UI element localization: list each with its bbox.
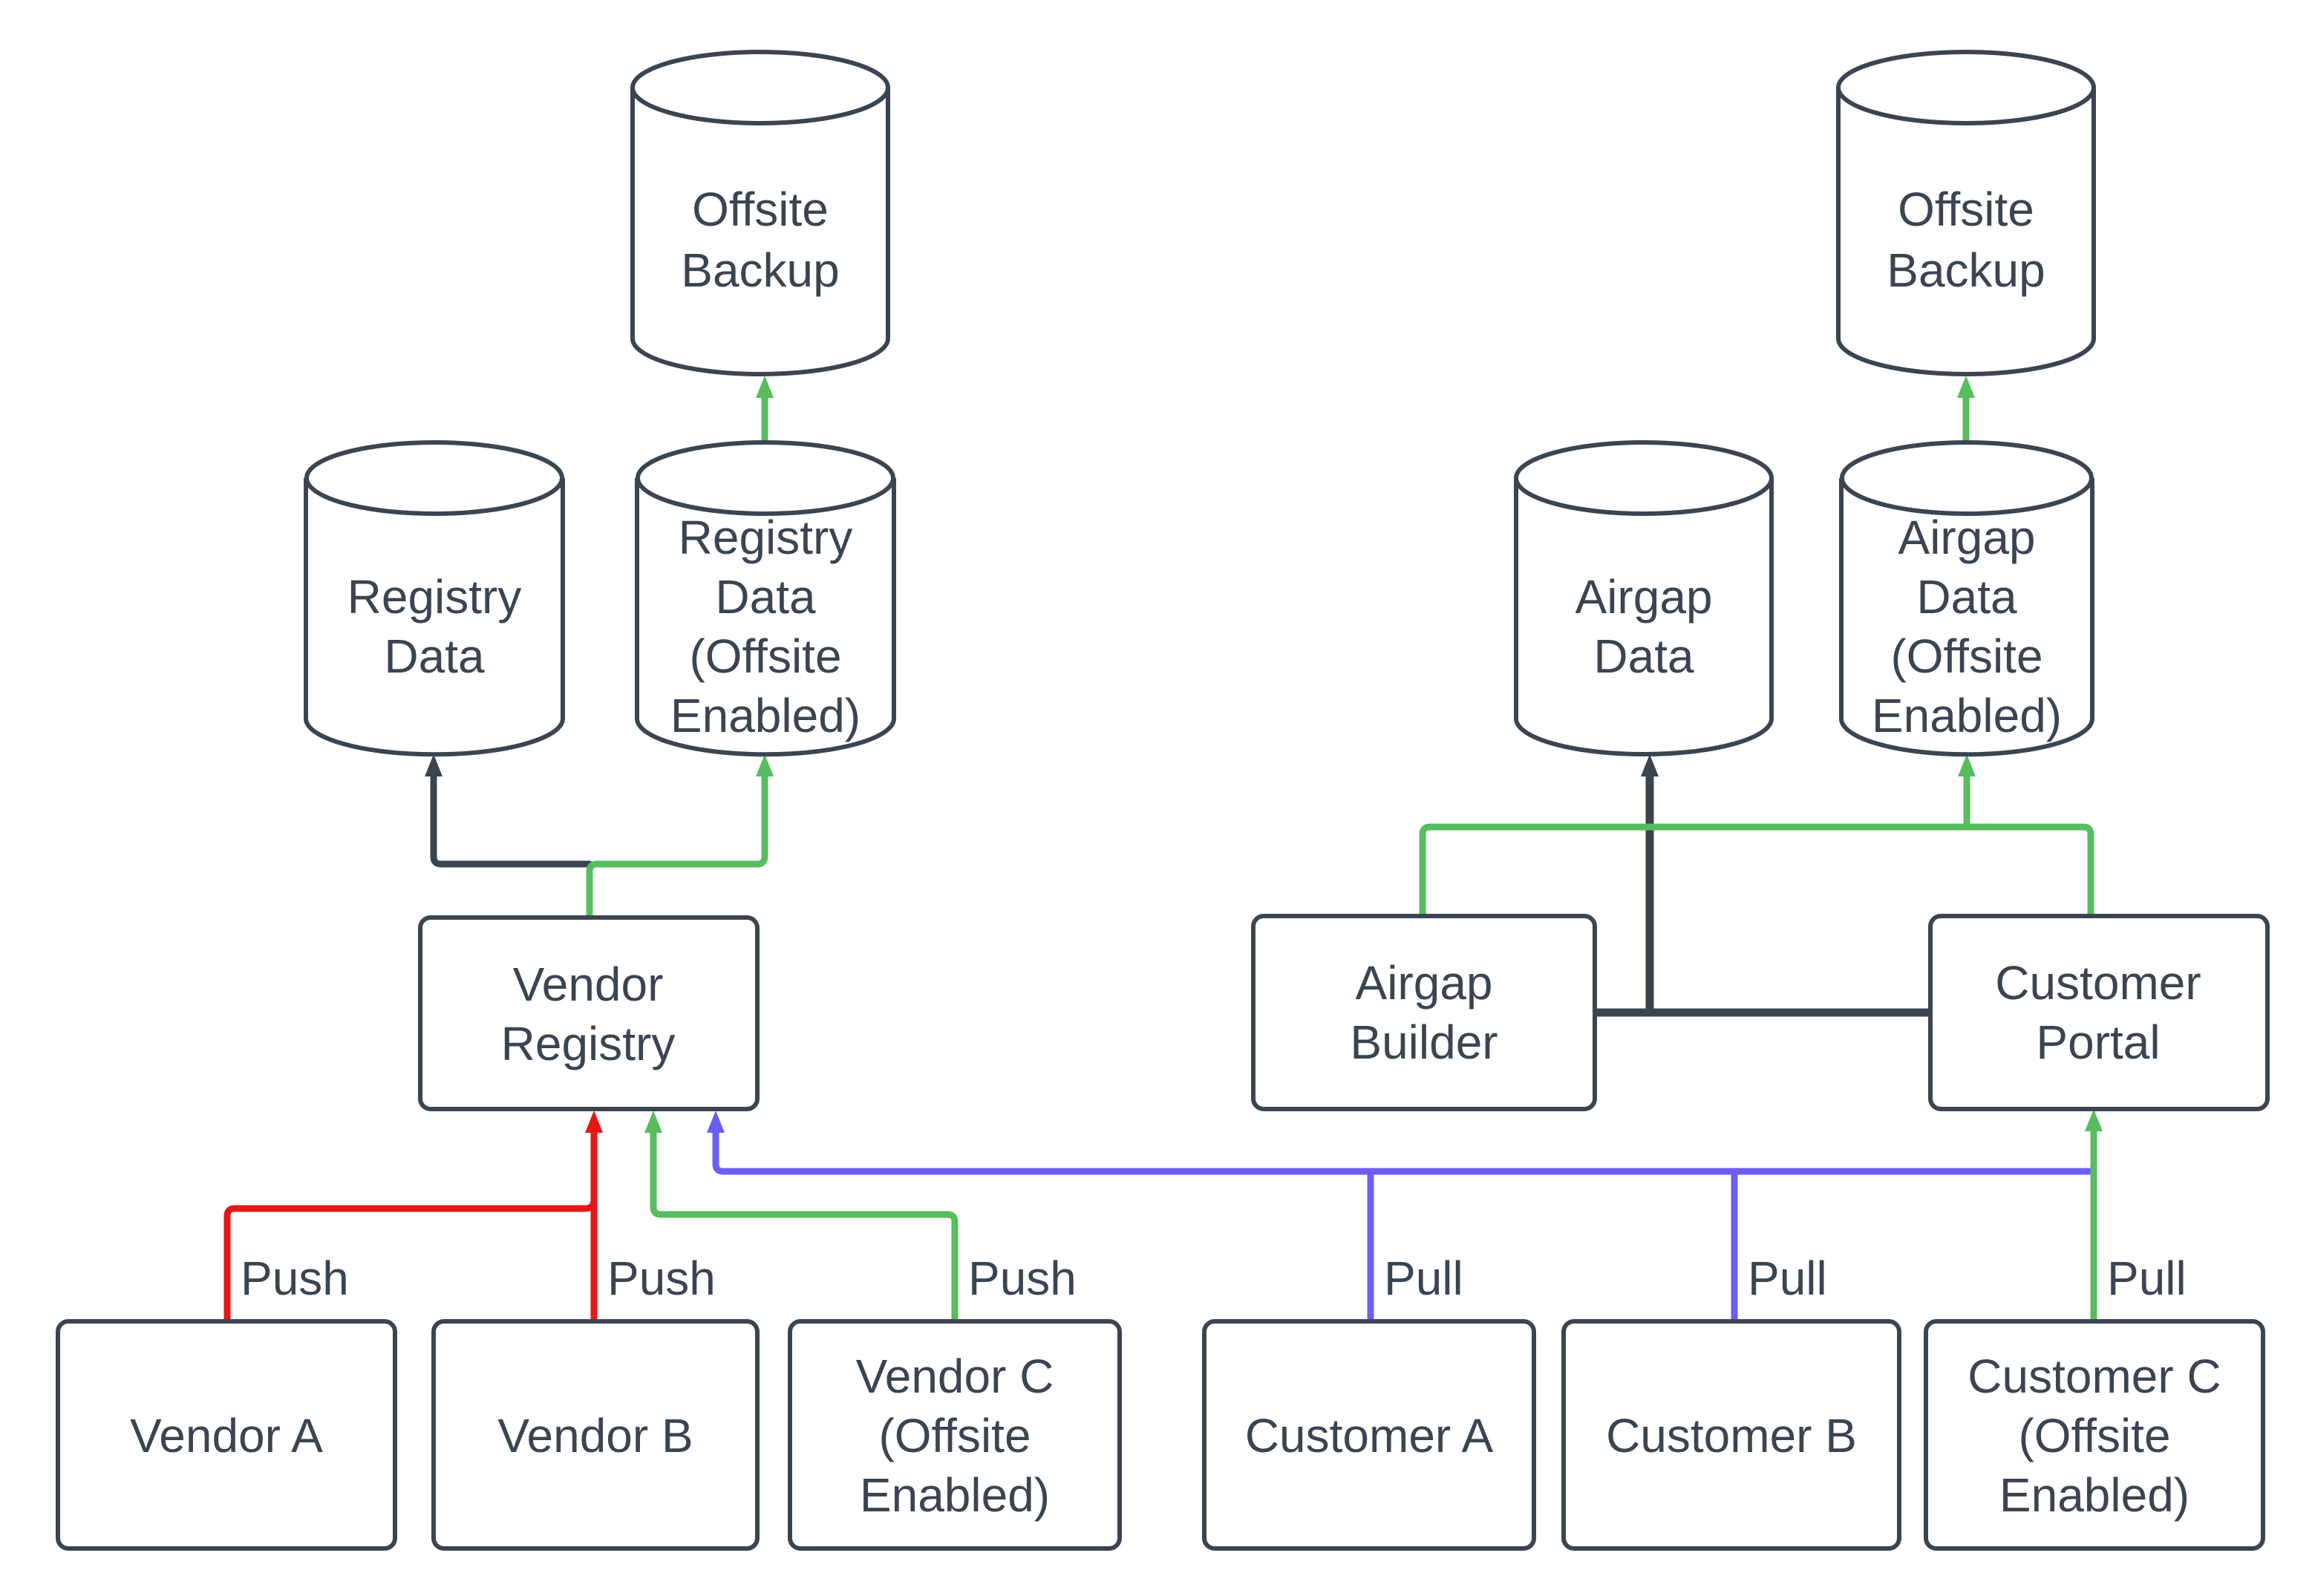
- node-customer-c: Customer C (Offsite Enabled): [1924, 1319, 2265, 1551]
- node-label: Enabled): [1872, 689, 2062, 742]
- edge-label-pull-customer-b: Pull: [1748, 1252, 1827, 1305]
- node-vendor-a: Vendor A: [56, 1319, 397, 1551]
- node-vendor-c: Vendor C (Offsite Enabled): [788, 1319, 1122, 1551]
- node-label: Airgap: [1898, 511, 2036, 564]
- node-label: Vendor C: [856, 1350, 1054, 1403]
- edge-label-push-vendor-c: Push: [968, 1252, 1077, 1305]
- edge-label-pull-customer-c: Pull: [2107, 1252, 2187, 1305]
- node-label: (Offsite: [689, 629, 841, 683]
- node-label: Data: [1916, 570, 2017, 624]
- edge-builder-portal-offsite: [1419, 823, 2094, 920]
- node-label: Vendor B: [497, 1409, 693, 1462]
- edge-push-vendor-c: [644, 1111, 959, 1325]
- node-label: Registry: [679, 511, 853, 564]
- node-label: (Offsite: [2018, 1409, 2170, 1462]
- edge-label-pull-customer-a: Pull: [1384, 1252, 1463, 1305]
- edge-registry-to-registry-data-offsite: [586, 754, 774, 921]
- edge-registry-to-registry-data: [425, 754, 593, 868]
- node-label: Data: [384, 629, 485, 683]
- node-label: Vendor: [513, 958, 664, 1011]
- node-label: Enabled): [670, 689, 861, 742]
- edge-pull-network: [707, 1111, 2094, 1175]
- node-label: Airgap: [1356, 956, 1493, 1010]
- node-label: Backup: [1887, 243, 2045, 297]
- node-registry-data: Registry Data: [304, 440, 565, 757]
- node-label: Customer A: [1245, 1409, 1494, 1462]
- node-customer-b: Customer B: [1561, 1319, 1901, 1551]
- node-label: (Offsite: [878, 1409, 1031, 1462]
- edge-label-push-vendor-b: Push: [607, 1252, 716, 1305]
- node-vendor-b: Vendor B: [431, 1319, 760, 1551]
- node-label: Customer: [1995, 956, 2201, 1010]
- node-label: Enabled): [860, 1468, 1050, 1522]
- node-label: Registry: [501, 1017, 676, 1070]
- node-offsite-backup-right: Offsite Backup: [1836, 50, 2096, 376]
- node-label: Backup: [681, 243, 839, 297]
- node-airgap-data: Airgap Data: [1514, 440, 1774, 756]
- node-airgap-data-offsite: Airgap Data (Offsite Enabled): [1839, 440, 2094, 757]
- node-label: Offsite: [692, 183, 829, 236]
- node-offsite-backup-left: Offsite Backup: [630, 50, 890, 376]
- node-label: Customer C: [1968, 1350, 2221, 1403]
- node-label: Registry: [347, 570, 522, 624]
- node-label: Builder: [1350, 1016, 1498, 1069]
- node-label: Portal: [2036, 1016, 2160, 1069]
- node-label: Data: [1593, 629, 1694, 683]
- node-airgap-builder: Airgap Builder: [1251, 914, 1597, 1111]
- node-vendor-registry: Vendor Registry: [418, 915, 760, 1111]
- node-label: Vendor A: [130, 1409, 323, 1462]
- node-label: Data: [715, 570, 816, 624]
- node-label: Customer B: [1606, 1409, 1857, 1462]
- node-customer-portal: Customer Portal: [1928, 914, 2270, 1111]
- node-label: Enabled): [1999, 1468, 2189, 1522]
- node-label: (Offsite: [1890, 629, 2042, 683]
- node-label: Offsite: [1898, 183, 2034, 236]
- node-label: Airgap: [1575, 570, 1713, 624]
- edge-label-push-vendor-a: Push: [241, 1252, 349, 1305]
- node-customer-a: Customer A: [1202, 1319, 1536, 1551]
- node-registry-data-offsite: Registry Data (Offsite Enabled): [635, 440, 896, 757]
